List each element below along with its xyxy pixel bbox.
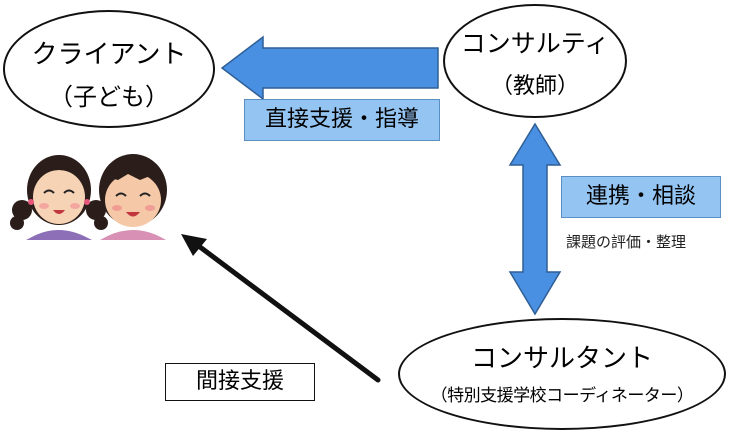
consultant-subtitle: （特別支援学校コーディネーター）	[430, 386, 694, 406]
direct-support-label: 直接支援・指導	[244, 99, 440, 141]
consultant-title: コンサルタント	[470, 344, 653, 374]
client-subtitle: （子ども）	[49, 83, 169, 111]
indirect-support-arrow	[193, 241, 381, 383]
indirect-support-arrowhead	[181, 234, 207, 256]
direct-support-arrow	[220, 35, 439, 101]
client-node: クライアント （子ども）	[3, 10, 215, 128]
boy-illustration	[99, 154, 167, 240]
girl-illustration	[10, 155, 108, 240]
collaboration-arrow	[508, 122, 562, 316]
evaluation-sublabel: 課題の評価・整理	[566, 233, 687, 251]
consultee-title: コンサルティ	[460, 29, 610, 58]
indirect-support-label: 間接支援	[165, 363, 315, 401]
client-title: クライアント	[31, 40, 187, 70]
consultant-node: コンサルタント （特別支援学校コーディネーター）	[398, 318, 726, 430]
collaboration-label: 連携・相談	[561, 176, 721, 218]
consultee-node: コンサルティ （教師）	[443, 4, 627, 118]
consultee-subtitle: （教師）	[490, 74, 579, 99]
